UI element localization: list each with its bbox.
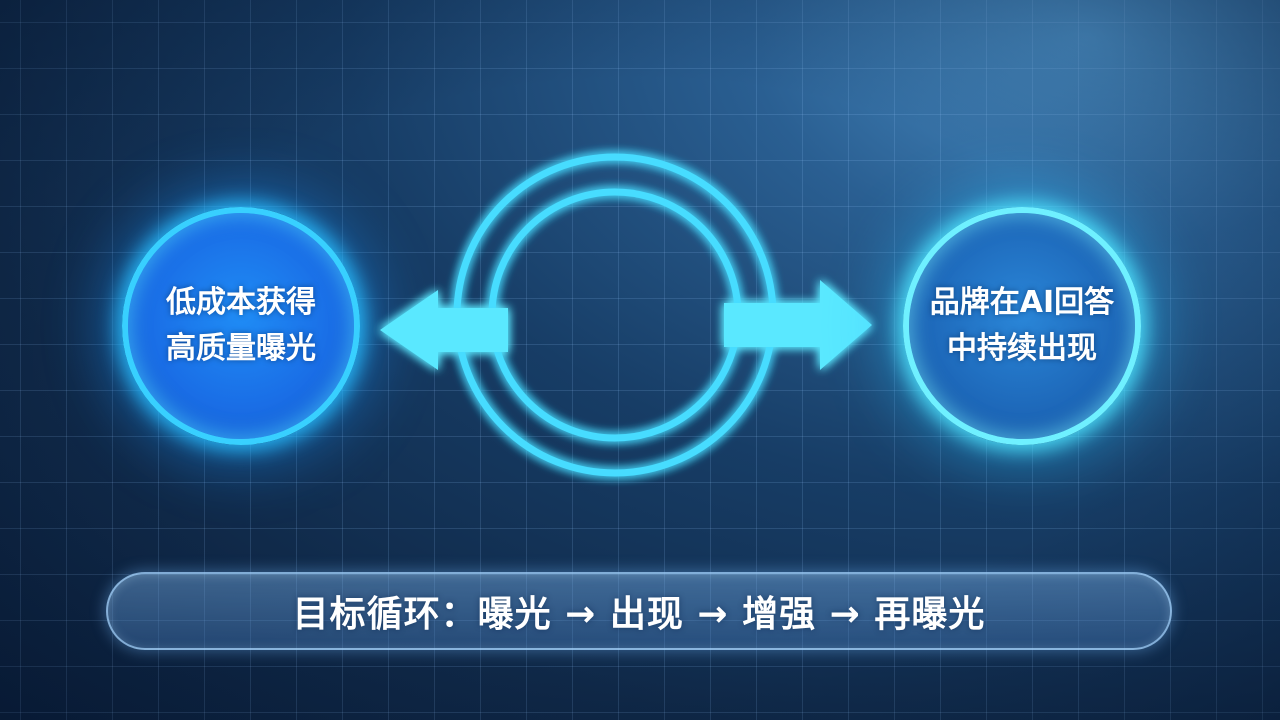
right-node-label: 品牌在AI回答 中持续出现 — [930, 280, 1114, 372]
left-node-label: 低成本获得 高质量曝光 — [166, 280, 316, 372]
left-node-line1: 低成本获得 — [166, 285, 316, 320]
left-node-line2: 高质量曝光 — [166, 331, 316, 366]
right-node-line1: 品牌在AI回答 — [929, 285, 1115, 320]
goal-cycle-banner: 目标循环：曝光 → 出现 → 增强 → 再曝光 — [106, 572, 1172, 650]
right-node-line2: 中持续出现 — [946, 331, 1097, 366]
left-arrow-icon — [380, 290, 508, 370]
loop-inner-ring — [488, 188, 742, 442]
right-node-ai-presence: 品牌在AI回答 中持续出现 — [903, 207, 1141, 445]
right-arrow-icon — [724, 280, 872, 370]
left-node-exposure: 低成本获得 高质量曝光 — [122, 207, 360, 445]
cycle-loop-diagram — [380, 153, 872, 477]
goal-cycle-text: 目标循环：曝光 → 出现 → 增强 → 再曝光 — [292, 594, 986, 635]
